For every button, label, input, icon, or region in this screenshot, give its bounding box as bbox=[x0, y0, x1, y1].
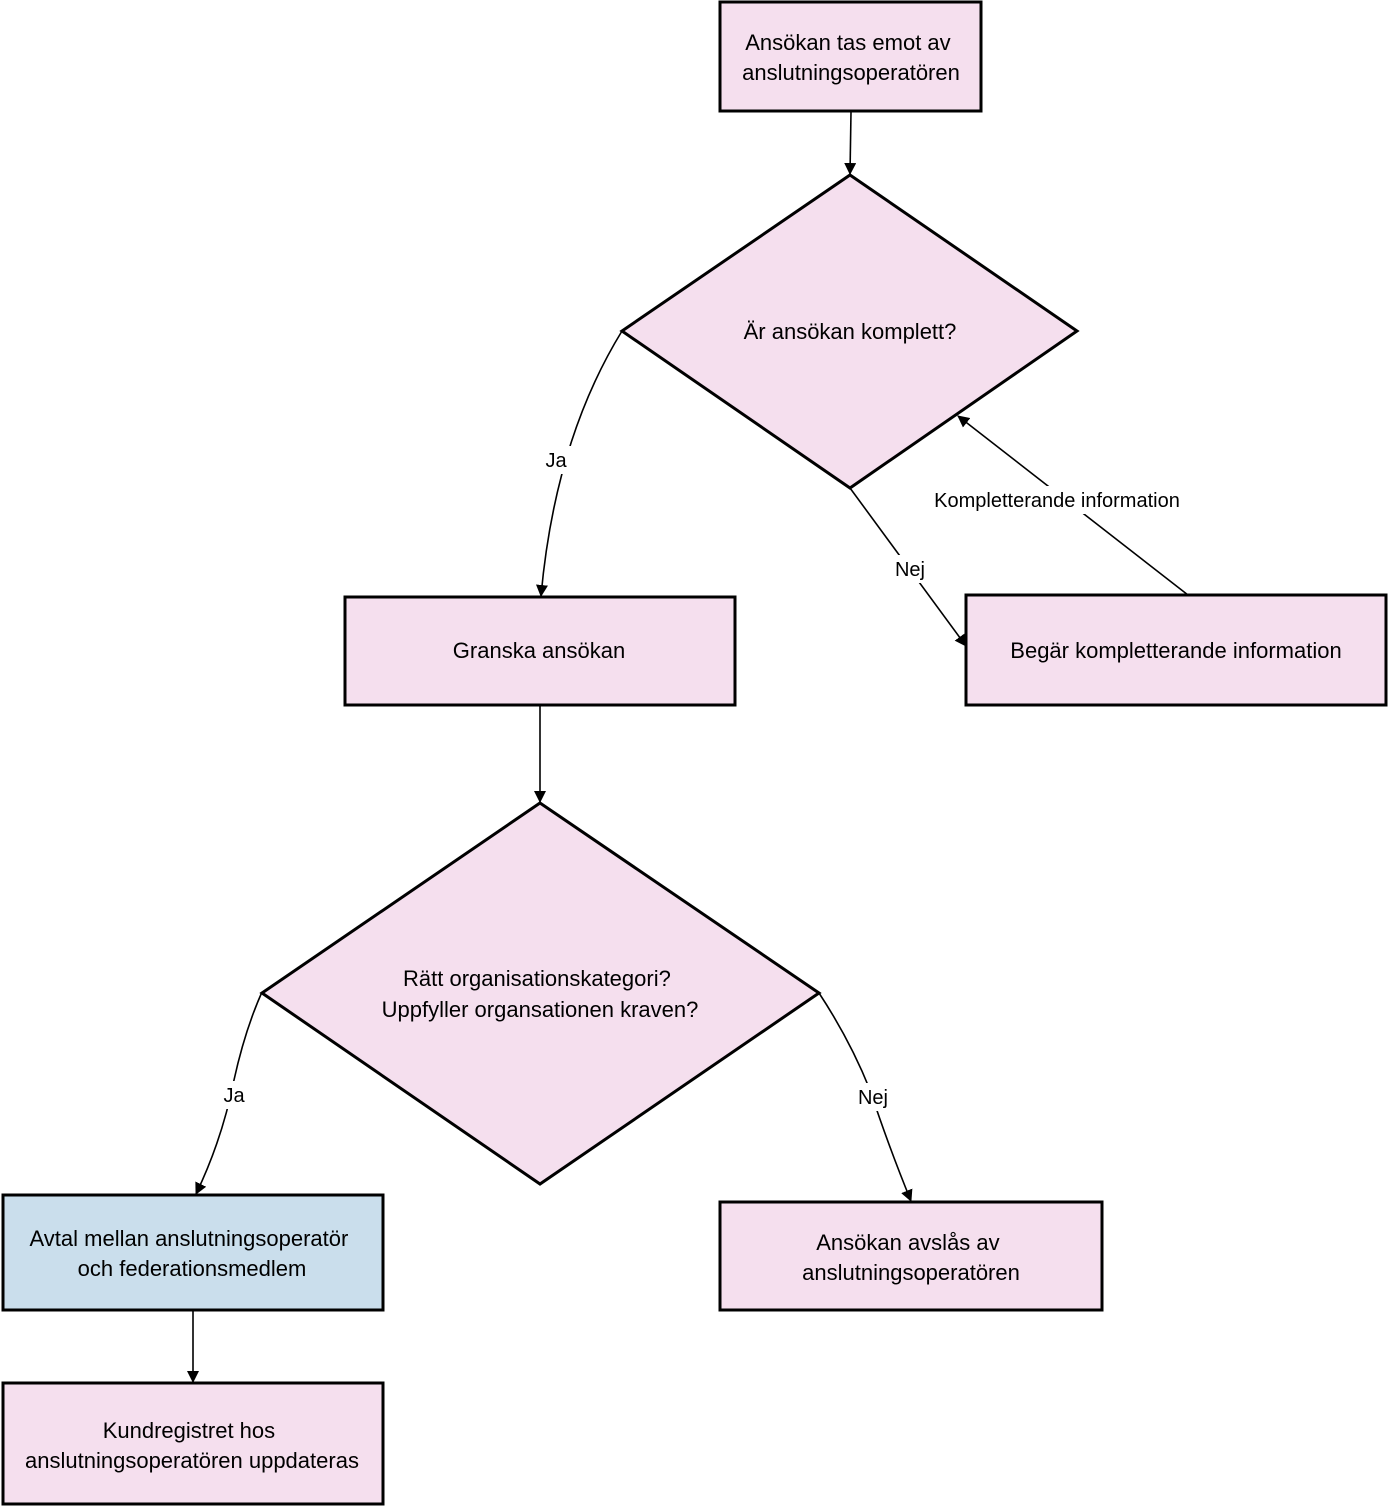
node-request-information: Begär kompletterande information bbox=[964, 593, 1388, 707]
edge-label-supplement: Kompletterande information bbox=[934, 490, 1180, 512]
svg-text:Avtal mellan anslutningsoperat: Avtal mellan anslutningsoperatör och fed… bbox=[30, 1226, 355, 1281]
node-rejected-line-2: anslutningsoperatören bbox=[802, 1260, 1020, 1285]
edge-label-complete-no: Nej bbox=[895, 559, 925, 581]
node-application-received: Ansökan tas emot av anslutningsoperatöre… bbox=[718, 0, 983, 113]
node-category-line-1: Rätt organisationskategori? bbox=[403, 966, 671, 991]
svg-text:Granska ansökan: Granska ansökan bbox=[453, 638, 625, 663]
svg-text:Ansökan tas emot av ansl: Ansökan tas emot av anslutningsoperatöre… bbox=[742, 30, 960, 85]
node-category-diamond bbox=[259, 801, 822, 1186]
svg-text:Begär kompletterande informati: Begär kompletterande information bbox=[1010, 638, 1341, 663]
edge-label-category-yes: Ja bbox=[223, 1085, 245, 1107]
node-review-box bbox=[343, 595, 737, 707]
edge-label-complete-yes: Ja bbox=[545, 450, 567, 472]
node-review-line-1: Granska ansökan bbox=[453, 638, 625, 663]
node-complete-line-1: Är ansökan komplett? bbox=[744, 319, 957, 344]
node-received-line-2: anslutningsoperatören bbox=[742, 60, 960, 85]
svg-text:Ansökan avslås av anslut: Ansökan avslås av anslutningsoperatören bbox=[802, 1230, 1020, 1285]
node-application-rejected: Ansökan avslås av anslutningsoperatören bbox=[718, 1200, 1104, 1312]
node-agreement-box bbox=[1, 1193, 385, 1312]
node-received-box bbox=[718, 0, 983, 113]
node-review-application: Granska ansökan bbox=[343, 595, 737, 707]
edge-label-category-no: Nej bbox=[858, 1087, 888, 1109]
edge-category-yes-to-agreement bbox=[195, 991, 263, 1195]
node-received-line-1: Ansökan tas emot av bbox=[745, 30, 950, 55]
node-agreement-line-1: Avtal mellan anslutningsoperatör bbox=[30, 1226, 349, 1251]
node-category-line-2: Uppfyller organsationen kraven? bbox=[382, 997, 699, 1022]
node-rejected-box bbox=[718, 1200, 1104, 1312]
node-registry-update: Kundregistret hos anslutningsoperatören … bbox=[1, 1381, 385, 1506]
node-registry-box bbox=[1, 1381, 385, 1506]
node-request-line-1: Begär kompletterande information bbox=[1010, 638, 1341, 663]
edge-received-to-decision bbox=[844, 111, 857, 175]
node-agreement: Avtal mellan anslutningsoperatör och fed… bbox=[1, 1193, 385, 1312]
node-agreement-line-2: och federationsmedlem bbox=[78, 1256, 307, 1281]
node-complete-diamond bbox=[619, 173, 1080, 490]
node-category-decision: Rätt organisationskategori? Uppfyller or… bbox=[259, 801, 822, 1186]
node-registry-line-2: anslutningsoperatören uppdateras bbox=[25, 1448, 359, 1473]
svg-text:Kundregistret hos anslut: Kundregistret hos anslutningsoperatören … bbox=[25, 1418, 359, 1473]
node-registry-line-1: Kundregistret hos bbox=[103, 1418, 275, 1443]
node-rejected-line-1: Ansökan avslås av bbox=[816, 1230, 999, 1255]
node-complete-decision: Är ansökan komplett? bbox=[619, 173, 1080, 490]
svg-text:Är ansökan komplett?: Är ansökan komplett? bbox=[744, 319, 957, 344]
svg-text:Rätt organisationskategori?: Rätt organisationskategori? Uppfyller or… bbox=[382, 966, 699, 1022]
node-request-box bbox=[964, 593, 1388, 707]
